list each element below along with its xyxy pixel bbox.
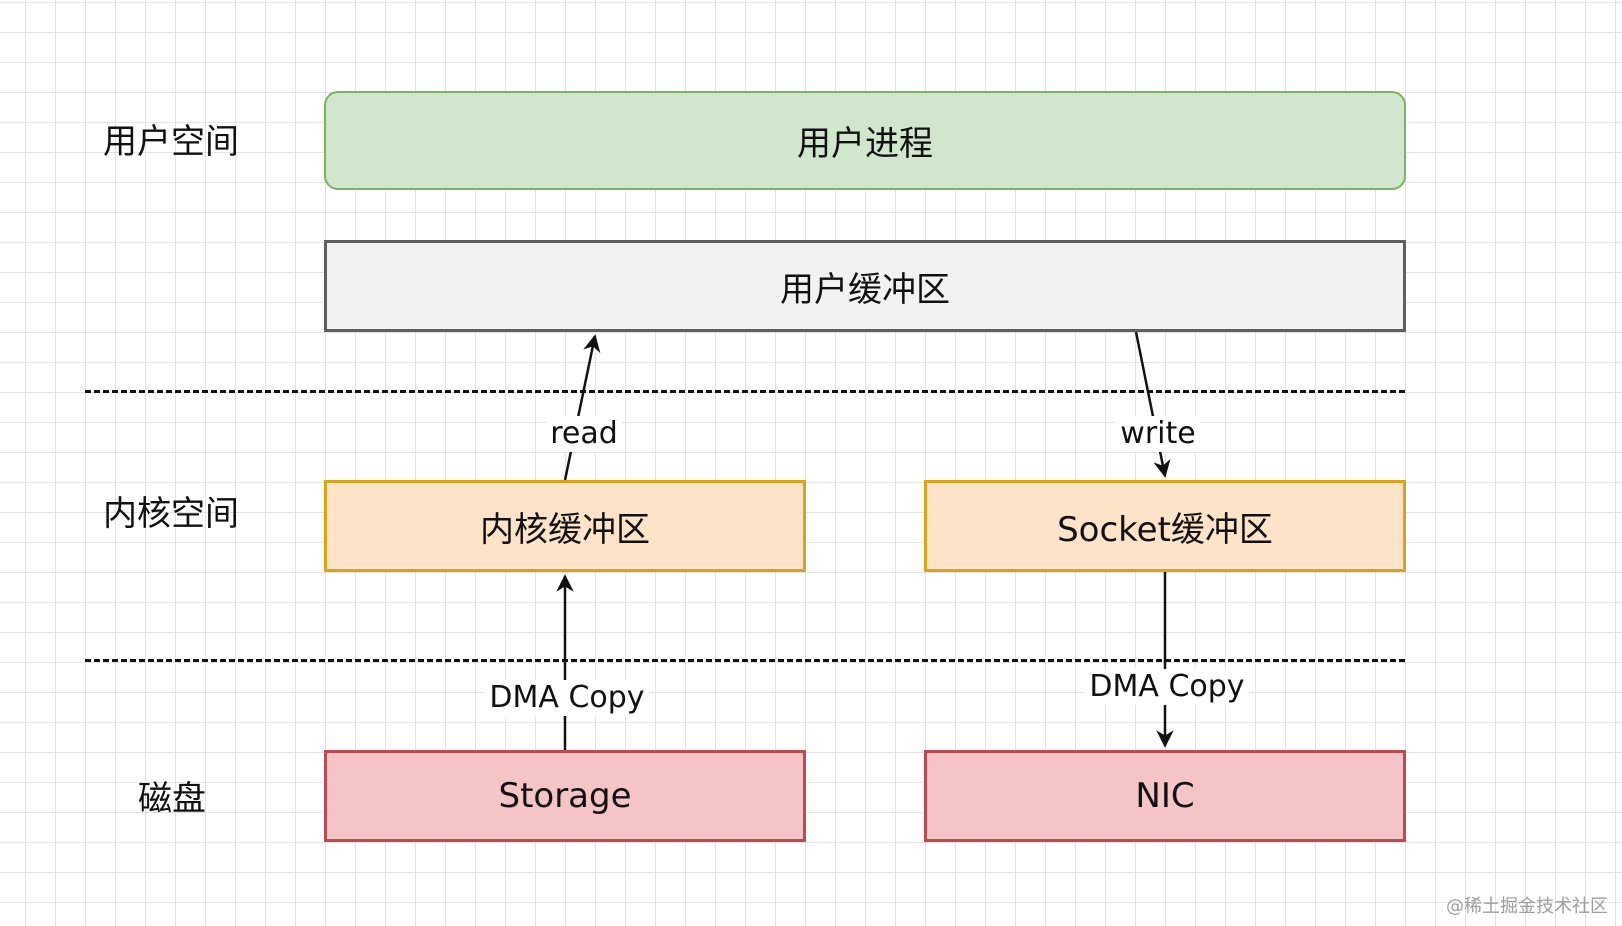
user-process-node: 用户进程 (324, 91, 1406, 190)
kernel-disk-boundary-line (85, 659, 1405, 662)
nic-label: NIC (1135, 776, 1195, 816)
dma-copy-out-edge-label: DMA Copy (1085, 669, 1249, 705)
storage-node: Storage (324, 750, 806, 842)
zone-label-user-space: 用户空间 (103, 122, 239, 162)
user-process-label: 用户进程 (797, 124, 933, 164)
watermark-text: @稀土掘金技术社区 (1446, 896, 1608, 917)
write-arrow (1134, 331, 1171, 478)
kernel-buffer-node: 内核缓冲区 (324, 480, 806, 572)
user-buffer-node: 用户缓冲区 (324, 240, 1406, 332)
read-arrow (563, 334, 601, 481)
storage-label: Storage (498, 776, 632, 816)
nic-node: NIC (924, 750, 1406, 842)
read-edge-label: read (546, 416, 622, 452)
write-edge-label: write (1116, 416, 1200, 452)
kernel-buffer-label: 内核缓冲区 (480, 509, 650, 550)
socket-buffer-label: Socket缓冲区 (1057, 509, 1273, 550)
socket-buffer-node: Socket缓冲区 (924, 480, 1406, 572)
dma-copy-in-edge-label: DMA Copy (485, 680, 649, 716)
user-buffer-label: 用户缓冲区 (780, 269, 950, 310)
zone-label-kernel-space: 内核空间 (103, 494, 239, 534)
user-kernel-boundary-line (85, 390, 1405, 393)
zone-label-disk: 磁盘 (138, 779, 206, 819)
